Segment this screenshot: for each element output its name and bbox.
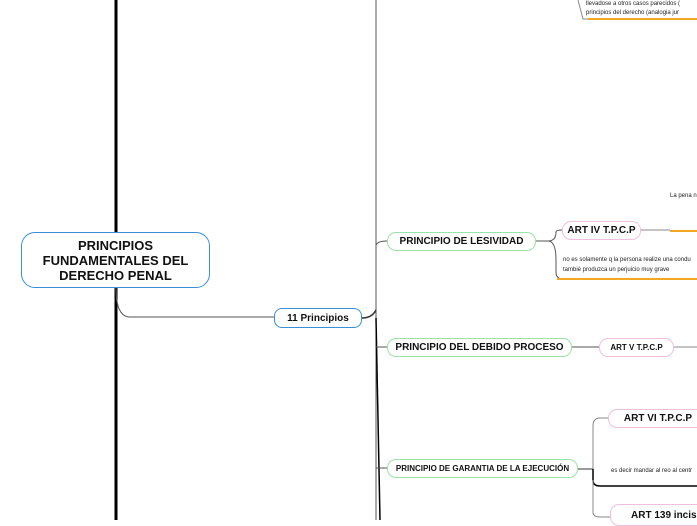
principle-lesividad[interactable]: PRINCIPIO DE LESIVIDAD — [387, 232, 536, 251]
article-vi-node[interactable]: ART VI T.P.C.P — [608, 409, 697, 428]
note-pena: La pena n — [670, 193, 697, 199]
principle-debido-proceso[interactable]: PRINCIPIO DEL DEBIDO PROCESO — [387, 338, 572, 357]
principle-label: PRINCIPIO DE LESIVIDAD — [399, 236, 524, 247]
article-label: ART V T.P.C.P — [610, 343, 663, 352]
note-ejecucion: es decir mandar al reo al centr — [611, 468, 693, 474]
article-label: ART 139 inciso — [631, 509, 697, 521]
note-lesividad-line2: tambié produzca un perjuicio muy grave — [563, 267, 670, 273]
root-node[interactable]: PRINCIPIOS FUNDAMENTALES DEL DERECHO PEN… — [21, 232, 210, 288]
note-top-line1: llevadose a otros casos parecidos ( — [586, 1, 681, 7]
main-topic-node[interactable]: 11 Principios — [274, 308, 362, 328]
article-label: ART IV T.P.C.P — [567, 225, 636, 236]
principle-label: PRINCIPIO DE GARANTIA DE LA EJECUCIÓN — [395, 464, 570, 473]
principle-garantia-ejecucion[interactable]: PRINCIPIO DE GARANTIA DE LA EJECUCIÓN — [387, 459, 578, 478]
article-139-node[interactable]: ART 139 inciso — [610, 504, 697, 526]
root-label: PRINCIPIOS FUNDAMENTALES DEL DERECHO PEN… — [42, 237, 189, 283]
article-v-node[interactable]: ART V T.P.C.P — [599, 338, 674, 357]
note-top-line2: principios del derecho (analogia jur — [586, 10, 680, 16]
principle-label: PRINCIPIO DEL DEBIDO PROCESO — [395, 342, 564, 353]
note-lesividad-line1: no es solamente q la persona realize una… — [563, 257, 691, 263]
article-label: ART VI T.P.C.P — [623, 413, 693, 424]
main-topic-label: 11 Principios — [287, 312, 349, 324]
article-iv-node[interactable]: ART IV T.P.C.P — [562, 221, 641, 240]
